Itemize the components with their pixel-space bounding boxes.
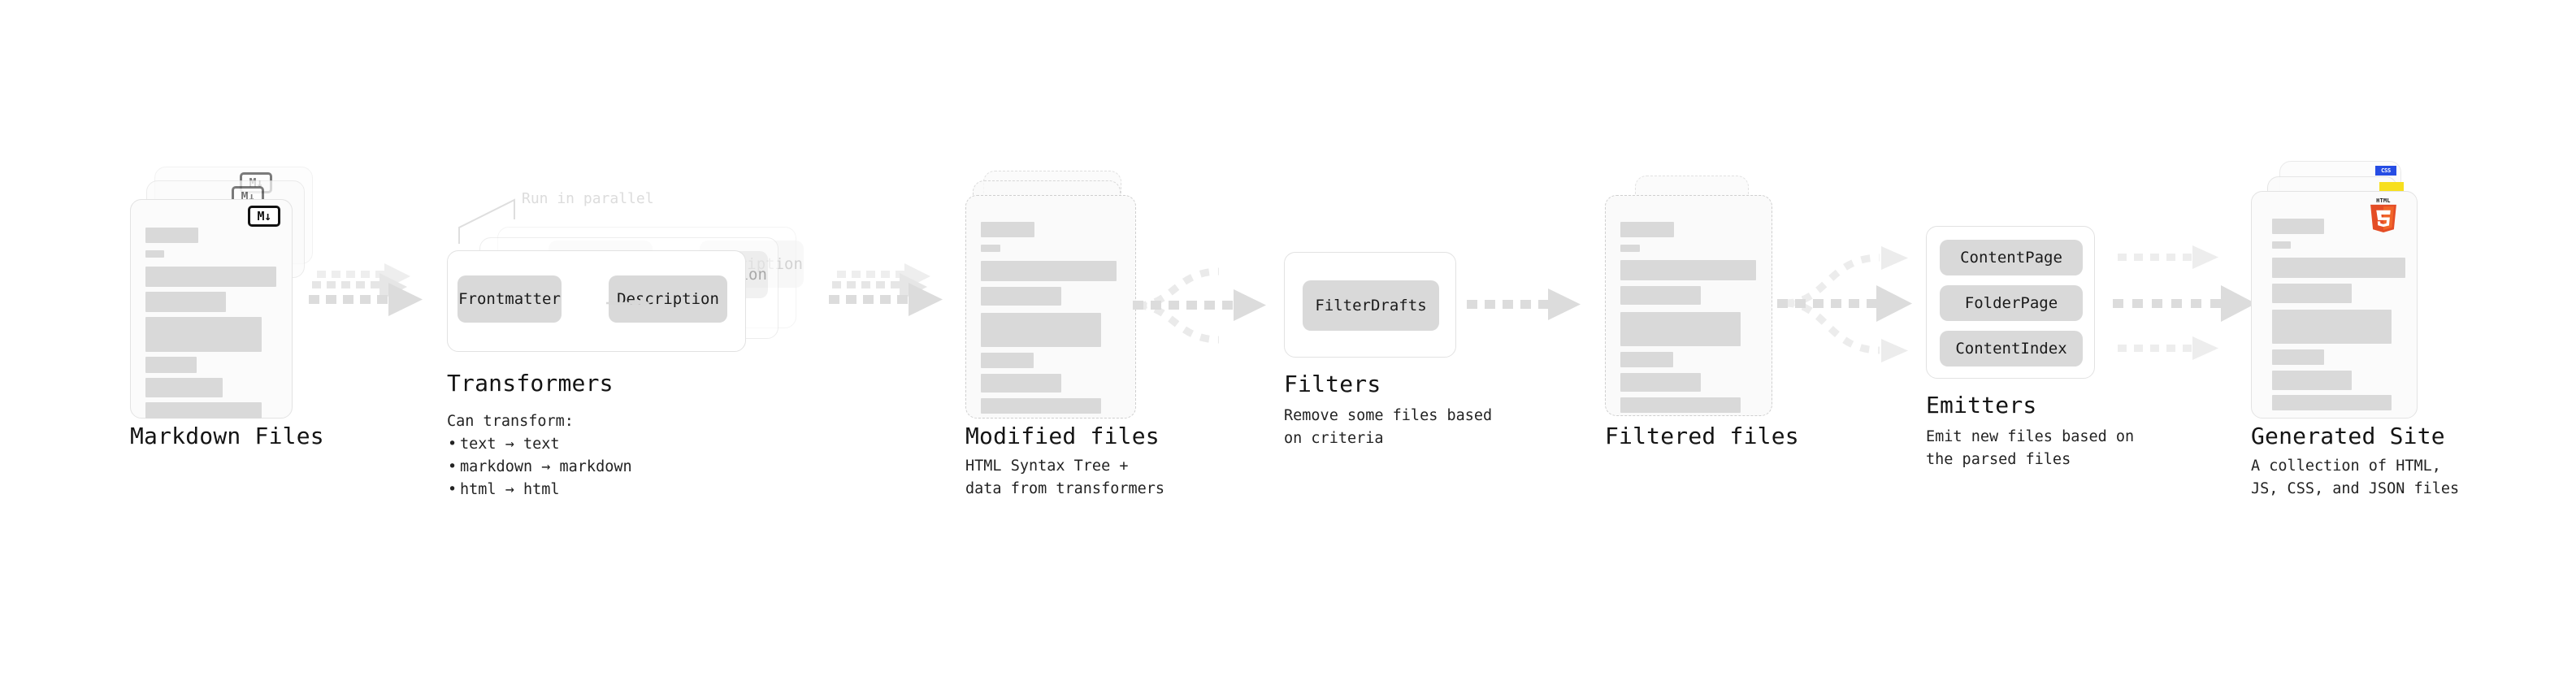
stage-modified-files: Modified files HTML Syntax Tree + data f…: [926, 0, 1268, 681]
emitter-chip-folderpage[interactable]: FolderPage: [1940, 285, 2083, 321]
transformers-caption-items: text → text markdown → markdown html → h…: [447, 433, 632, 501]
connector-filters-to-filtered: [1467, 288, 1581, 320]
emitters-panel[interactable]: ContentPage FolderPage ContentIndex: [1926, 226, 2095, 379]
transformer-inner-arrow-front: [606, 298, 650, 308]
doc-bar: [2272, 241, 2291, 249]
stage-generated-site: CSS HTML Generated Site A collection of …: [2243, 0, 2576, 681]
doc-bar: [1620, 397, 1741, 413]
stage-emitters: ContentPage FolderPage ContentIndex Emit…: [1926, 0, 2251, 681]
doc-bar: [1620, 260, 1756, 280]
transformers-caption-lead: Can transform:: [447, 413, 574, 430]
stage-caption-filters: Remove some files based on criteria: [1284, 407, 1493, 448]
doc-bar: [1620, 286, 1701, 305]
doc-bar: [1620, 245, 1640, 252]
doc-bar: [145, 357, 197, 373]
stage-filtered-files: Filtered files: [1544, 0, 1885, 681]
stage-title-markdown-files: Markdown Files: [130, 423, 324, 449]
doc-bar: [981, 313, 1101, 347]
site-card-front: [2251, 191, 2418, 419]
stage-title-generated-site: Generated Site: [2251, 423, 2445, 449]
filters-panel[interactable]: FilterDrafts: [1284, 252, 1456, 358]
modified-card-front: [965, 195, 1136, 419]
doc-bar: [2272, 284, 2352, 303]
doc-bar: [1620, 222, 1674, 237]
doc-bar: [1620, 373, 1701, 392]
doc-bar: [2272, 349, 2324, 365]
emitter-chip-contentindex[interactable]: ContentIndex: [1940, 331, 2083, 367]
doc-bar: [2272, 258, 2405, 278]
stage-title-emitters: Emitters: [1926, 392, 2037, 419]
js-icon: [2379, 182, 2404, 193]
markdown-card-front: [130, 199, 293, 419]
doc-bar: [981, 398, 1101, 414]
connector-transformers-to-modified: [829, 263, 943, 316]
transformers-caption-item: html → html: [448, 479, 632, 501]
doc-bar: [1620, 352, 1673, 367]
stage-caption-transformers: Can transform: text → text markdown → ma…: [447, 410, 632, 502]
transformer-layer-front[interactable]: Frontmatter Description: [447, 250, 746, 352]
emitter-chip-contentpage[interactable]: ContentPage: [1940, 240, 2083, 275]
doc-bar: [145, 267, 276, 287]
run-in-parallel-label: Run in parallel: [522, 190, 654, 207]
doc-bar: [1620, 312, 1741, 346]
connector-modified-to-filters: [1133, 267, 1266, 344]
stage-caption-generated-site: A collection of HTML, JS, CSS, and JSON …: [2251, 458, 2460, 498]
css-icon: CSS: [2375, 166, 2396, 176]
stage-title-filtered-files: Filtered files: [1605, 423, 1799, 449]
doc-bar: [981, 222, 1034, 237]
markdown-icon: M↓: [248, 206, 280, 227]
doc-bar: [2272, 371, 2352, 390]
doc-bar: [145, 228, 198, 243]
transformers-caption-item: text → text: [448, 433, 632, 456]
transformers-caption-item: markdown → markdown: [448, 456, 632, 479]
doc-bar: [145, 317, 262, 352]
doc-bar: [981, 374, 1061, 393]
doc-bar: [145, 250, 164, 258]
stage-caption-emitters: Emit new files based on the parsed files: [1926, 428, 2135, 469]
stage-title-modified-files: Modified files: [965, 423, 1160, 449]
filtered-card-front: [1605, 195, 1772, 416]
doc-bar: [2272, 310, 2392, 344]
filter-chip-filterdrafts[interactable]: FilterDrafts: [1303, 280, 1439, 331]
doc-bar: [981, 287, 1061, 306]
stage-transformers: Run in parallel Frontmatter Description …: [439, 0, 861, 681]
doc-bar: [2272, 395, 2392, 410]
stage-title-filters: Filters: [1284, 371, 1381, 397]
doc-bar: [981, 353, 1034, 368]
stage-markdown-files: M↓ M↓ M↓ Markdown Files: [0, 0, 341, 681]
doc-bar: [145, 378, 223, 397]
stage-caption-modified-files: HTML Syntax Tree + data from transformer…: [965, 458, 1165, 498]
run-in-parallel-bracket: [458, 198, 515, 244]
transformer-chip-frontmatter[interactable]: Frontmatter: [458, 275, 562, 323]
doc-bar: [981, 261, 1117, 281]
html5-icon: HTML: [2370, 197, 2396, 232]
stage-filters: FilterDrafts Filters Remove some files b…: [1268, 0, 1560, 681]
connector-filtered-to-emitters: [1777, 246, 1912, 362]
connector-md-to-transformers: [309, 263, 423, 316]
doc-bar: [981, 245, 1000, 252]
svg-text:HTML: HTML: [2376, 197, 2391, 204]
connector-emitters-to-site: [2113, 245, 2256, 360]
doc-bar: [2272, 219, 2324, 234]
doc-bar: [145, 402, 262, 419]
stage-title-transformers: Transformers: [447, 370, 614, 397]
doc-bar: [145, 292, 226, 312]
